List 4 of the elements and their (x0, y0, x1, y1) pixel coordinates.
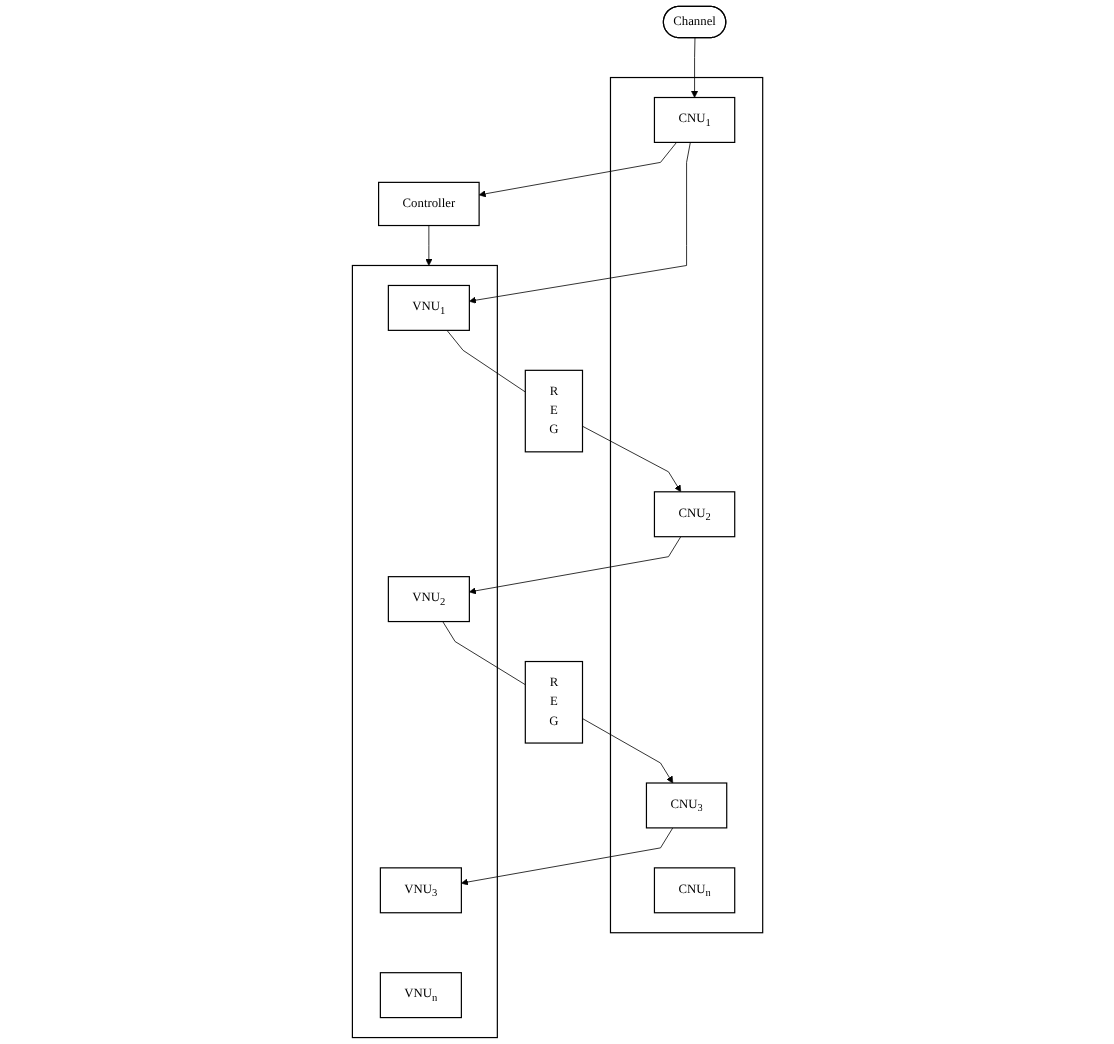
cluster (351, 264, 498, 1039)
connector (441, 621, 526, 686)
cluster (609, 76, 763, 934)
connector (446, 329, 526, 393)
